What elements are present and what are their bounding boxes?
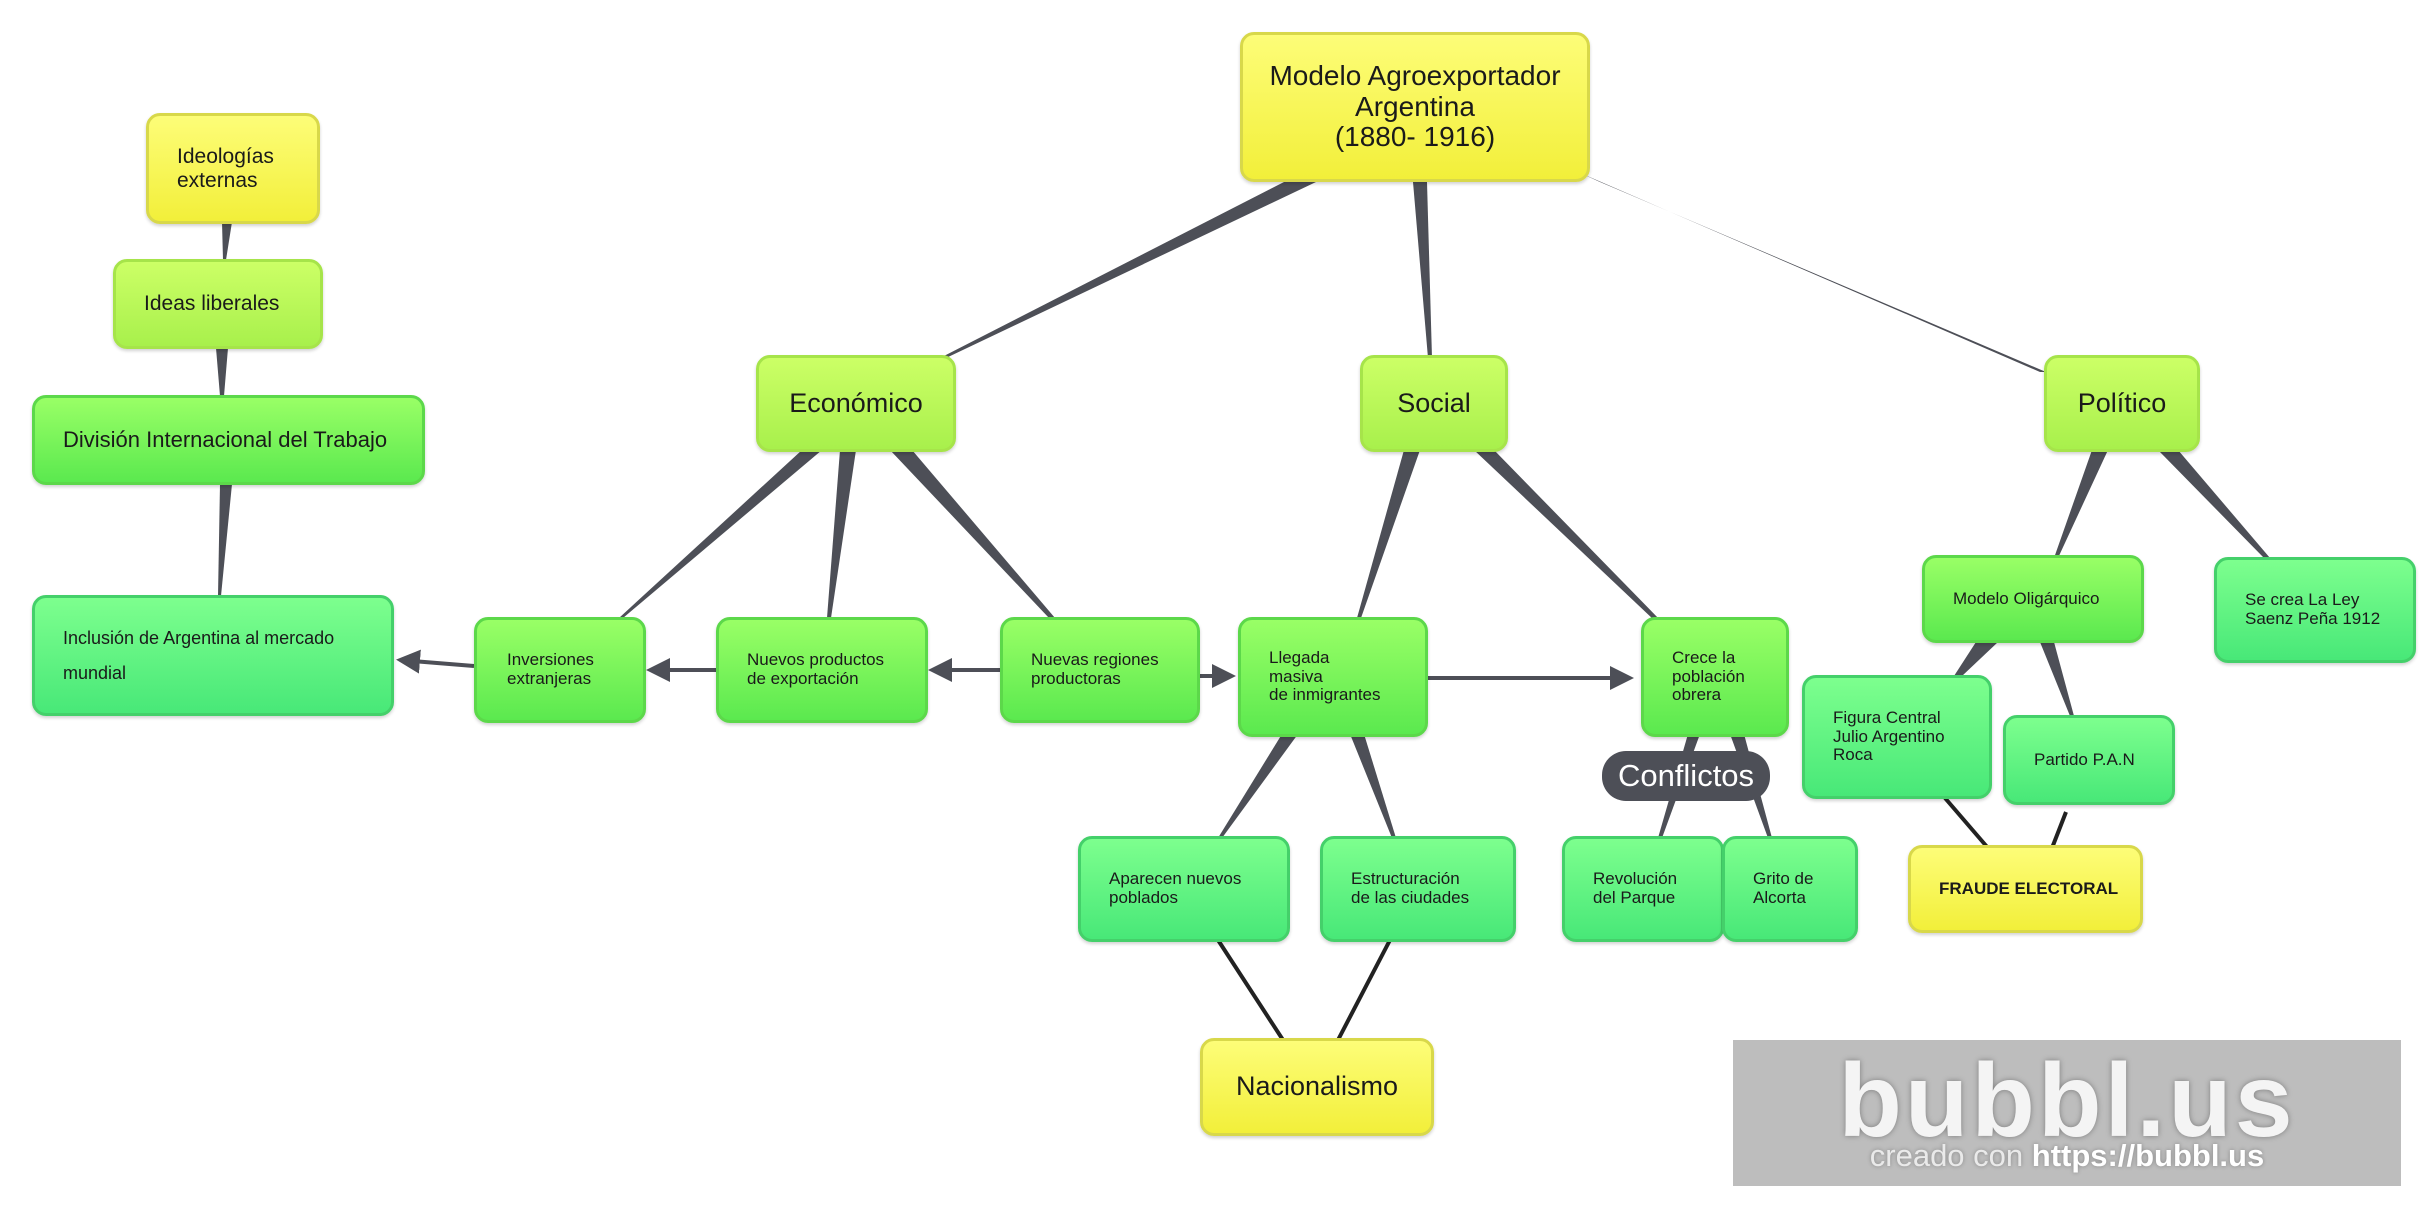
link-label-conflictos[interactable]: Conflictos — [1602, 751, 1770, 801]
node-nuevos-productos[interactable]: Nuevos productos de exportación — [716, 617, 928, 723]
node-revolucion-parque[interactable]: Revolución del Parque — [1562, 836, 1724, 942]
connector-ideas-division — [216, 348, 228, 396]
node-llegada-inmigrantes[interactable]: Llegada masiva de inmigrantes — [1238, 617, 1428, 737]
watermark-credit-link[interactable]: https://bubbl.us — [2031, 1138, 2265, 1173]
node-figura-central[interactable]: Figura Central Julio Argentino Roca — [1802, 675, 1992, 799]
node-economico[interactable]: Económico — [756, 355, 956, 452]
connector-modelo-partido — [2040, 642, 2074, 716]
node-politico[interactable]: Político — [2044, 355, 2200, 452]
bubblus-logo: bubbl.us — [1838, 1043, 2296, 1159]
connector-title-economico — [940, 182, 1316, 358]
connector-social-llegada — [1357, 450, 1420, 618]
node-crece-poblacion[interactable]: Crece la población obrera — [1641, 617, 1789, 737]
connector-figura-fraude — [1943, 796, 1990, 850]
node-ley-saenz-pena[interactable]: Se crea La Ley Saenz Peña 1912 — [2214, 557, 2416, 663]
connector-llegada-estructuracion — [1350, 734, 1396, 838]
connector-estructuracion-nacionalismo — [1336, 939, 1392, 1041]
node-nuevas-regiones[interactable]: Nuevas regiones productoras — [1000, 617, 1200, 723]
connector-partido-fraude — [2050, 811, 2068, 849]
node-modelo-oligarquico[interactable]: Modelo Oligárquico — [1922, 555, 2144, 643]
bubblus-watermark: bubbl.us creado con https://bubbl.us — [1733, 1040, 2401, 1186]
connector-politico-ley — [2158, 450, 2270, 558]
node-division-internacional[interactable]: División Internacional del Trabajo — [32, 395, 425, 485]
node-social[interactable]: Social — [1360, 355, 1508, 452]
node-nacionalismo[interactable]: Nacionalismo — [1200, 1038, 1434, 1136]
node-fraude-electoral[interactable]: FRAUDE ELECTORAL — [1908, 845, 2143, 933]
watermark-credit: creado con https://bubbl.us — [1733, 1138, 2401, 1174]
connector-politico-modelo — [2054, 450, 2108, 558]
node-grito-alcorta[interactable]: Grito de Alcorta — [1722, 836, 1858, 942]
watermark-credit-prefix: creado con — [1869, 1138, 2032, 1173]
connector-llegada-aparecen — [1218, 734, 1298, 838]
connector-title-social — [1413, 182, 1432, 358]
node-inclusion-argentina[interactable]: Inclusión de Argentina al mercado mundia… — [32, 595, 394, 716]
connector-economico-nuevas-regiones — [890, 450, 1055, 618]
connector-title-politico — [1578, 172, 2046, 372]
connector-ideologias-ideas — [222, 222, 232, 260]
connector-aparecen-nacionalismo — [1216, 938, 1285, 1042]
node-ideologias-externas[interactable]: Ideologías externas — [146, 113, 320, 224]
node-ideas-liberales[interactable]: Ideas liberales — [113, 259, 323, 349]
connector-modelo-figura — [1954, 642, 1998, 676]
connector-social-crece — [1474, 450, 1660, 620]
connector-economico-nuevos-productos — [827, 450, 856, 618]
node-aparecen-poblados[interactable]: Aparecen nuevos poblados — [1078, 836, 1290, 942]
node-partido-pan[interactable]: Partido P.A.N — [2003, 715, 2175, 805]
connector-division-inclusion — [218, 484, 232, 596]
node-inversiones-extranjeras[interactable]: Inversiones extranjeras — [474, 617, 646, 723]
node-estructuracion-ciudades[interactable]: Estructuración de las ciudades — [1320, 836, 1516, 942]
arrow-inversiones-inclusion — [396, 649, 475, 674]
connector-economico-inversiones — [619, 450, 822, 618]
node-title[interactable]: Modelo Agroexportador Argentina (1880- 1… — [1240, 32, 1590, 182]
